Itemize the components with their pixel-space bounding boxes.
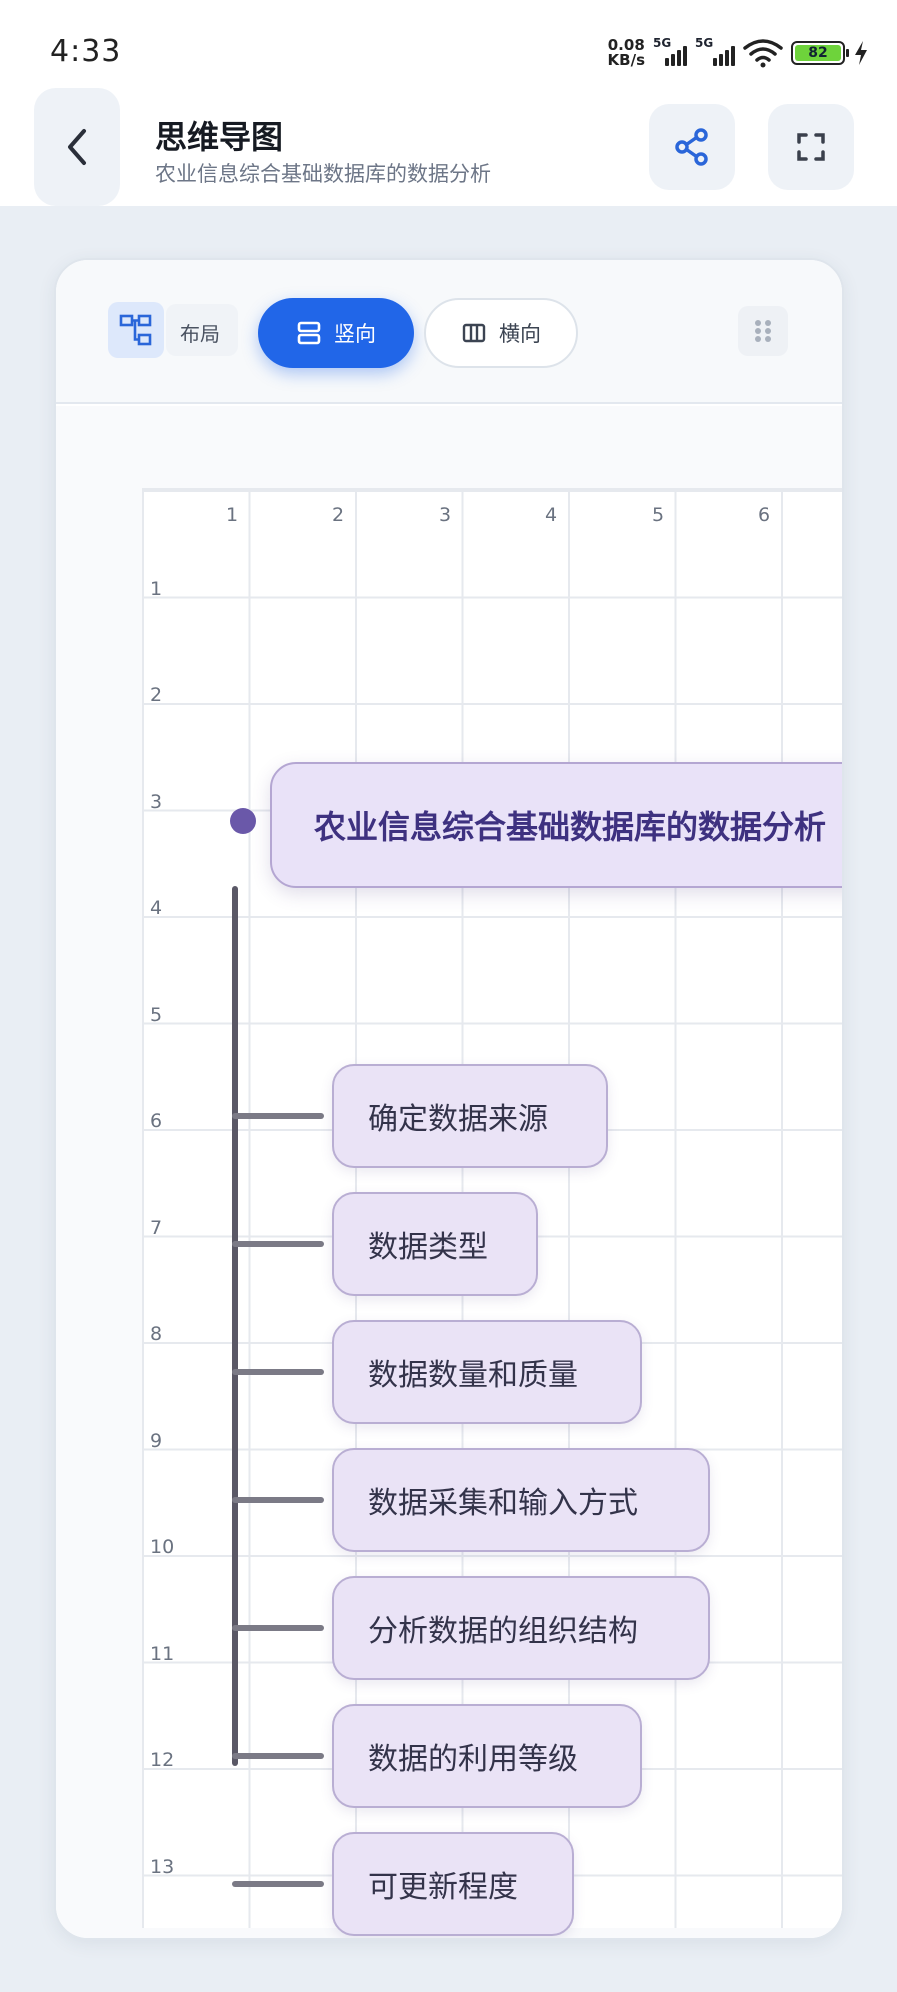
row-number: 6 [150, 1110, 163, 1132]
share-icon [675, 128, 708, 166]
fullscreen-icon [797, 133, 825, 161]
signal-label: 5G [653, 36, 672, 50]
row-number: 11 [150, 1643, 175, 1665]
battery-level: 82 [795, 45, 841, 61]
network-speed: 0.08 KB/s [608, 38, 645, 68]
wifi-icon [743, 39, 783, 68]
drag-handle[interactable] [738, 306, 788, 356]
mindmap-card: 布局 竖向 横向 1 2 3 4 [54, 258, 844, 1940]
column-number: 6 [758, 504, 771, 526]
mindmap-canvas[interactable]: 1 2 3 4 5 6 1 2 3 4 5 6 7 8 9 10 11 12 1… [56, 406, 842, 1938]
layout-icon-box [108, 302, 164, 358]
status-bar: 4:33 0.08 KB/s 5G 5G 82 [0, 0, 897, 100]
row-number: 2 [150, 684, 163, 706]
connector-branch [232, 1241, 324, 1247]
connector-branch [232, 1881, 324, 1887]
child-node[interactable]: 确定数据来源 [332, 1064, 608, 1168]
row-number: 3 [150, 791, 163, 813]
row-number: 13 [150, 1856, 175, 1878]
row-number: 12 [150, 1749, 175, 1771]
share-button[interactable] [649, 104, 735, 190]
vertical-layout-label: 竖向 [334, 322, 376, 346]
column-number: 2 [332, 504, 345, 526]
page-title: 思维导图 [155, 118, 284, 156]
column-number: 3 [439, 504, 452, 526]
row-number: 9 [150, 1430, 163, 1452]
layout-label: 布局 [180, 322, 220, 346]
header: 思维导图 农业信息综合基础数据库的数据分析 [0, 88, 897, 206]
row-number: 7 [150, 1217, 163, 1239]
connector-branch [232, 1113, 324, 1119]
connector-branch [232, 1625, 324, 1631]
connector-branch [232, 1497, 324, 1503]
network-speed-value: 0.08 [607, 36, 645, 54]
column-number: 4 [545, 504, 558, 526]
child-node[interactable]: 数据的利用等级 [332, 1704, 642, 1808]
battery-icon: 82 [791, 41, 849, 65]
layout-toolbar: 布局 竖向 横向 [56, 260, 842, 404]
network-speed-unit: KB/s [607, 51, 645, 69]
layout-tree-icon [119, 314, 152, 346]
horizontal-layout-icon [462, 323, 486, 343]
child-node[interactable]: 数据数量和质量 [332, 1320, 642, 1424]
page-subtitle: 农业信息综合基础数据库的数据分析 [155, 162, 491, 186]
signal-icon-2: 5G [695, 36, 735, 66]
child-node[interactable]: 可更新程度 [332, 1832, 574, 1936]
signal-icon: 5G [653, 36, 687, 66]
root-node-dot [230, 808, 256, 834]
horizontal-layout-label: 横向 [499, 322, 541, 346]
vertical-layout-button[interactable]: 竖向 [258, 298, 414, 368]
child-node[interactable]: 数据采集和输入方式 [332, 1448, 710, 1552]
status-time: 4:33 [50, 34, 122, 69]
row-number: 10 [150, 1536, 175, 1558]
vertical-layout-icon [297, 321, 321, 345]
layout-label-bg [166, 304, 238, 356]
row-number: 4 [150, 897, 163, 919]
row-number: 5 [150, 1004, 163, 1026]
signal-label-2: 5G [695, 36, 714, 50]
connector-trunk [232, 886, 238, 1766]
row-number: 1 [150, 578, 163, 600]
status-icons: 0.08 KB/s 5G 5G 82 [608, 36, 869, 70]
row-number: 8 [150, 1323, 163, 1345]
chevron-left-icon [68, 129, 86, 165]
drag-dots-icon [755, 320, 771, 342]
child-node[interactable]: 分析数据的组织结构 [332, 1576, 710, 1680]
horizontal-layout-button[interactable]: 横向 [424, 298, 578, 368]
fullscreen-button[interactable] [768, 104, 854, 190]
back-button[interactable] [34, 88, 120, 206]
root-node[interactable]: 农业信息综合基础数据库的数据分析 [270, 762, 842, 888]
connector-branch [232, 1369, 324, 1375]
child-node[interactable]: 数据类型 [332, 1192, 538, 1296]
charging-icon [855, 41, 867, 65]
connector-branch [232, 1753, 324, 1759]
column-number: 1 [226, 504, 239, 526]
column-number: 5 [652, 504, 665, 526]
